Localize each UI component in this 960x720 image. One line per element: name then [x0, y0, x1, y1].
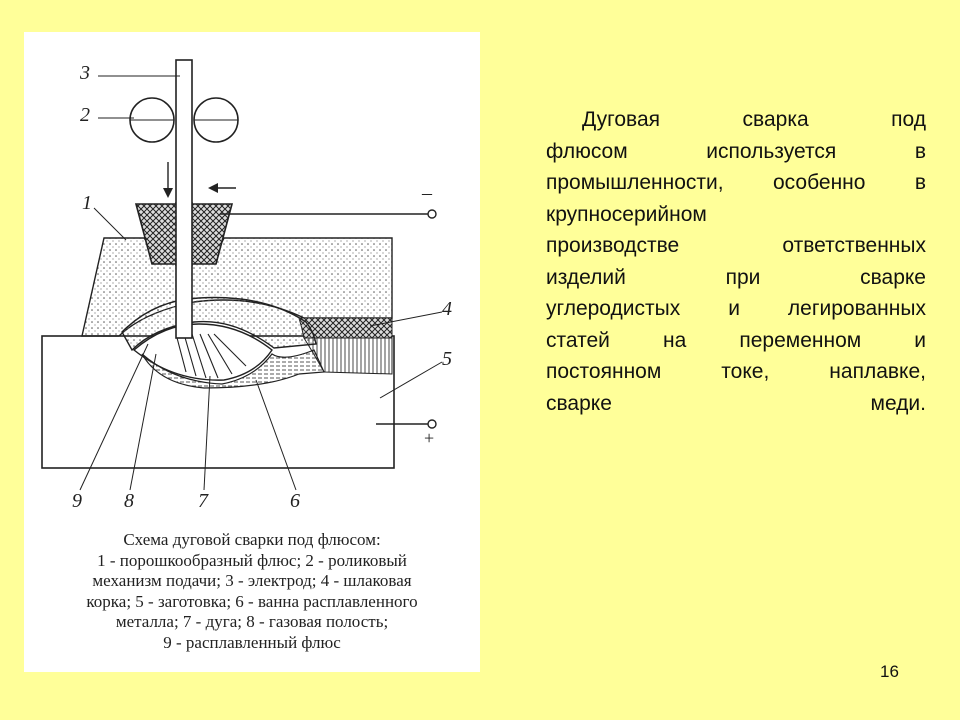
- text-line: промышленности, особенно в: [546, 167, 926, 199]
- text-word: производстве: [546, 234, 680, 257]
- label-8: 8: [124, 490, 134, 512]
- caption-line: 1 - порошкообразный флюс; 2 - роликовый: [97, 550, 407, 570]
- plus-terminal: [427, 419, 437, 429]
- text-word: сварка: [742, 108, 809, 131]
- text-line: постоянном токе, наплавке,: [546, 356, 926, 388]
- text-line: Дуговая сварка под: [546, 104, 926, 136]
- label-6: 6: [290, 490, 300, 512]
- text-word: при: [725, 265, 761, 289]
- text-line: изделий при сварке: [546, 262, 926, 294]
- minus-sign: –: [422, 182, 432, 204]
- text-word: флюсом: [546, 139, 628, 163]
- label-7: 7: [198, 490, 208, 512]
- submerged-arc-welding-diagram: [41, 59, 443, 491]
- text-word: и: [914, 328, 926, 352]
- label-2: 2: [80, 104, 90, 126]
- welding-diagram-panel: 3 2 1 4 5 9 8 7 6 – + Схема дуговой свар…: [24, 32, 480, 672]
- leader-lines: [79, 75, 443, 491]
- text-line: производстве ответственных: [546, 230, 926, 262]
- caption-line: Схема дуговой сварки под флюсом:: [123, 530, 381, 549]
- text-word: на: [662, 328, 687, 352]
- text-word: и: [728, 297, 740, 320]
- text-line: сварке меди.: [546, 388, 926, 420]
- text-word: особенно: [773, 171, 866, 194]
- label-4: 4: [442, 298, 452, 320]
- text-word: меди.: [870, 391, 926, 415]
- text-line: крупносерийном: [546, 199, 926, 231]
- arc: [175, 333, 247, 379]
- text-word: промышленности,: [546, 171, 724, 194]
- plus-sign: +: [424, 428, 435, 448]
- text-word: наплавке,: [829, 360, 926, 383]
- text-word: сварке: [546, 391, 612, 415]
- text-line: флюсом используется в: [546, 136, 926, 168]
- label-9: 9: [72, 490, 82, 512]
- text-word: статей: [546, 328, 610, 352]
- caption-line: корка; 5 - заготовка; 6 - ванна расплавл…: [86, 591, 418, 611]
- label-3: 3: [80, 62, 90, 84]
- minus-terminal: [427, 209, 437, 219]
- text-line: углеродистых и легированных: [546, 293, 926, 325]
- label-1: 1: [82, 192, 92, 214]
- text-word: переменном: [739, 328, 862, 352]
- text-word: углеродистых: [546, 297, 681, 320]
- text-word: легированных: [787, 297, 926, 320]
- text-word: крупносерийном: [546, 202, 707, 226]
- text-word: токе,: [721, 360, 770, 383]
- text-word: используется: [706, 139, 837, 163]
- molten-pool: [141, 349, 325, 389]
- text-word: ответственных: [782, 234, 926, 257]
- text-word: постоянном: [546, 360, 662, 383]
- label-5: 5: [442, 348, 452, 370]
- caption-line: 9 - расплавленный флюс: [163, 632, 341, 652]
- caption-line: металла; 7 - дуга; 8 - газовая полость;: [115, 612, 389, 631]
- electrode: [175, 59, 193, 339]
- text-word: в: [914, 139, 926, 163]
- text-word: Дуговая: [582, 108, 661, 131]
- text-word: сварке: [860, 265, 926, 289]
- caption-line: механизм подачи; 3 - электрод; 4 - шлако…: [92, 571, 412, 590]
- text-word: в: [914, 171, 926, 194]
- text-word: изделий: [546, 265, 626, 289]
- text-word: под: [891, 108, 926, 131]
- diagram-caption: Схема дуговой сварки под флюсом: 1 - пор…: [24, 530, 480, 653]
- page-number: 16: [880, 662, 899, 681]
- text-line: статей на переменном и: [546, 325, 926, 357]
